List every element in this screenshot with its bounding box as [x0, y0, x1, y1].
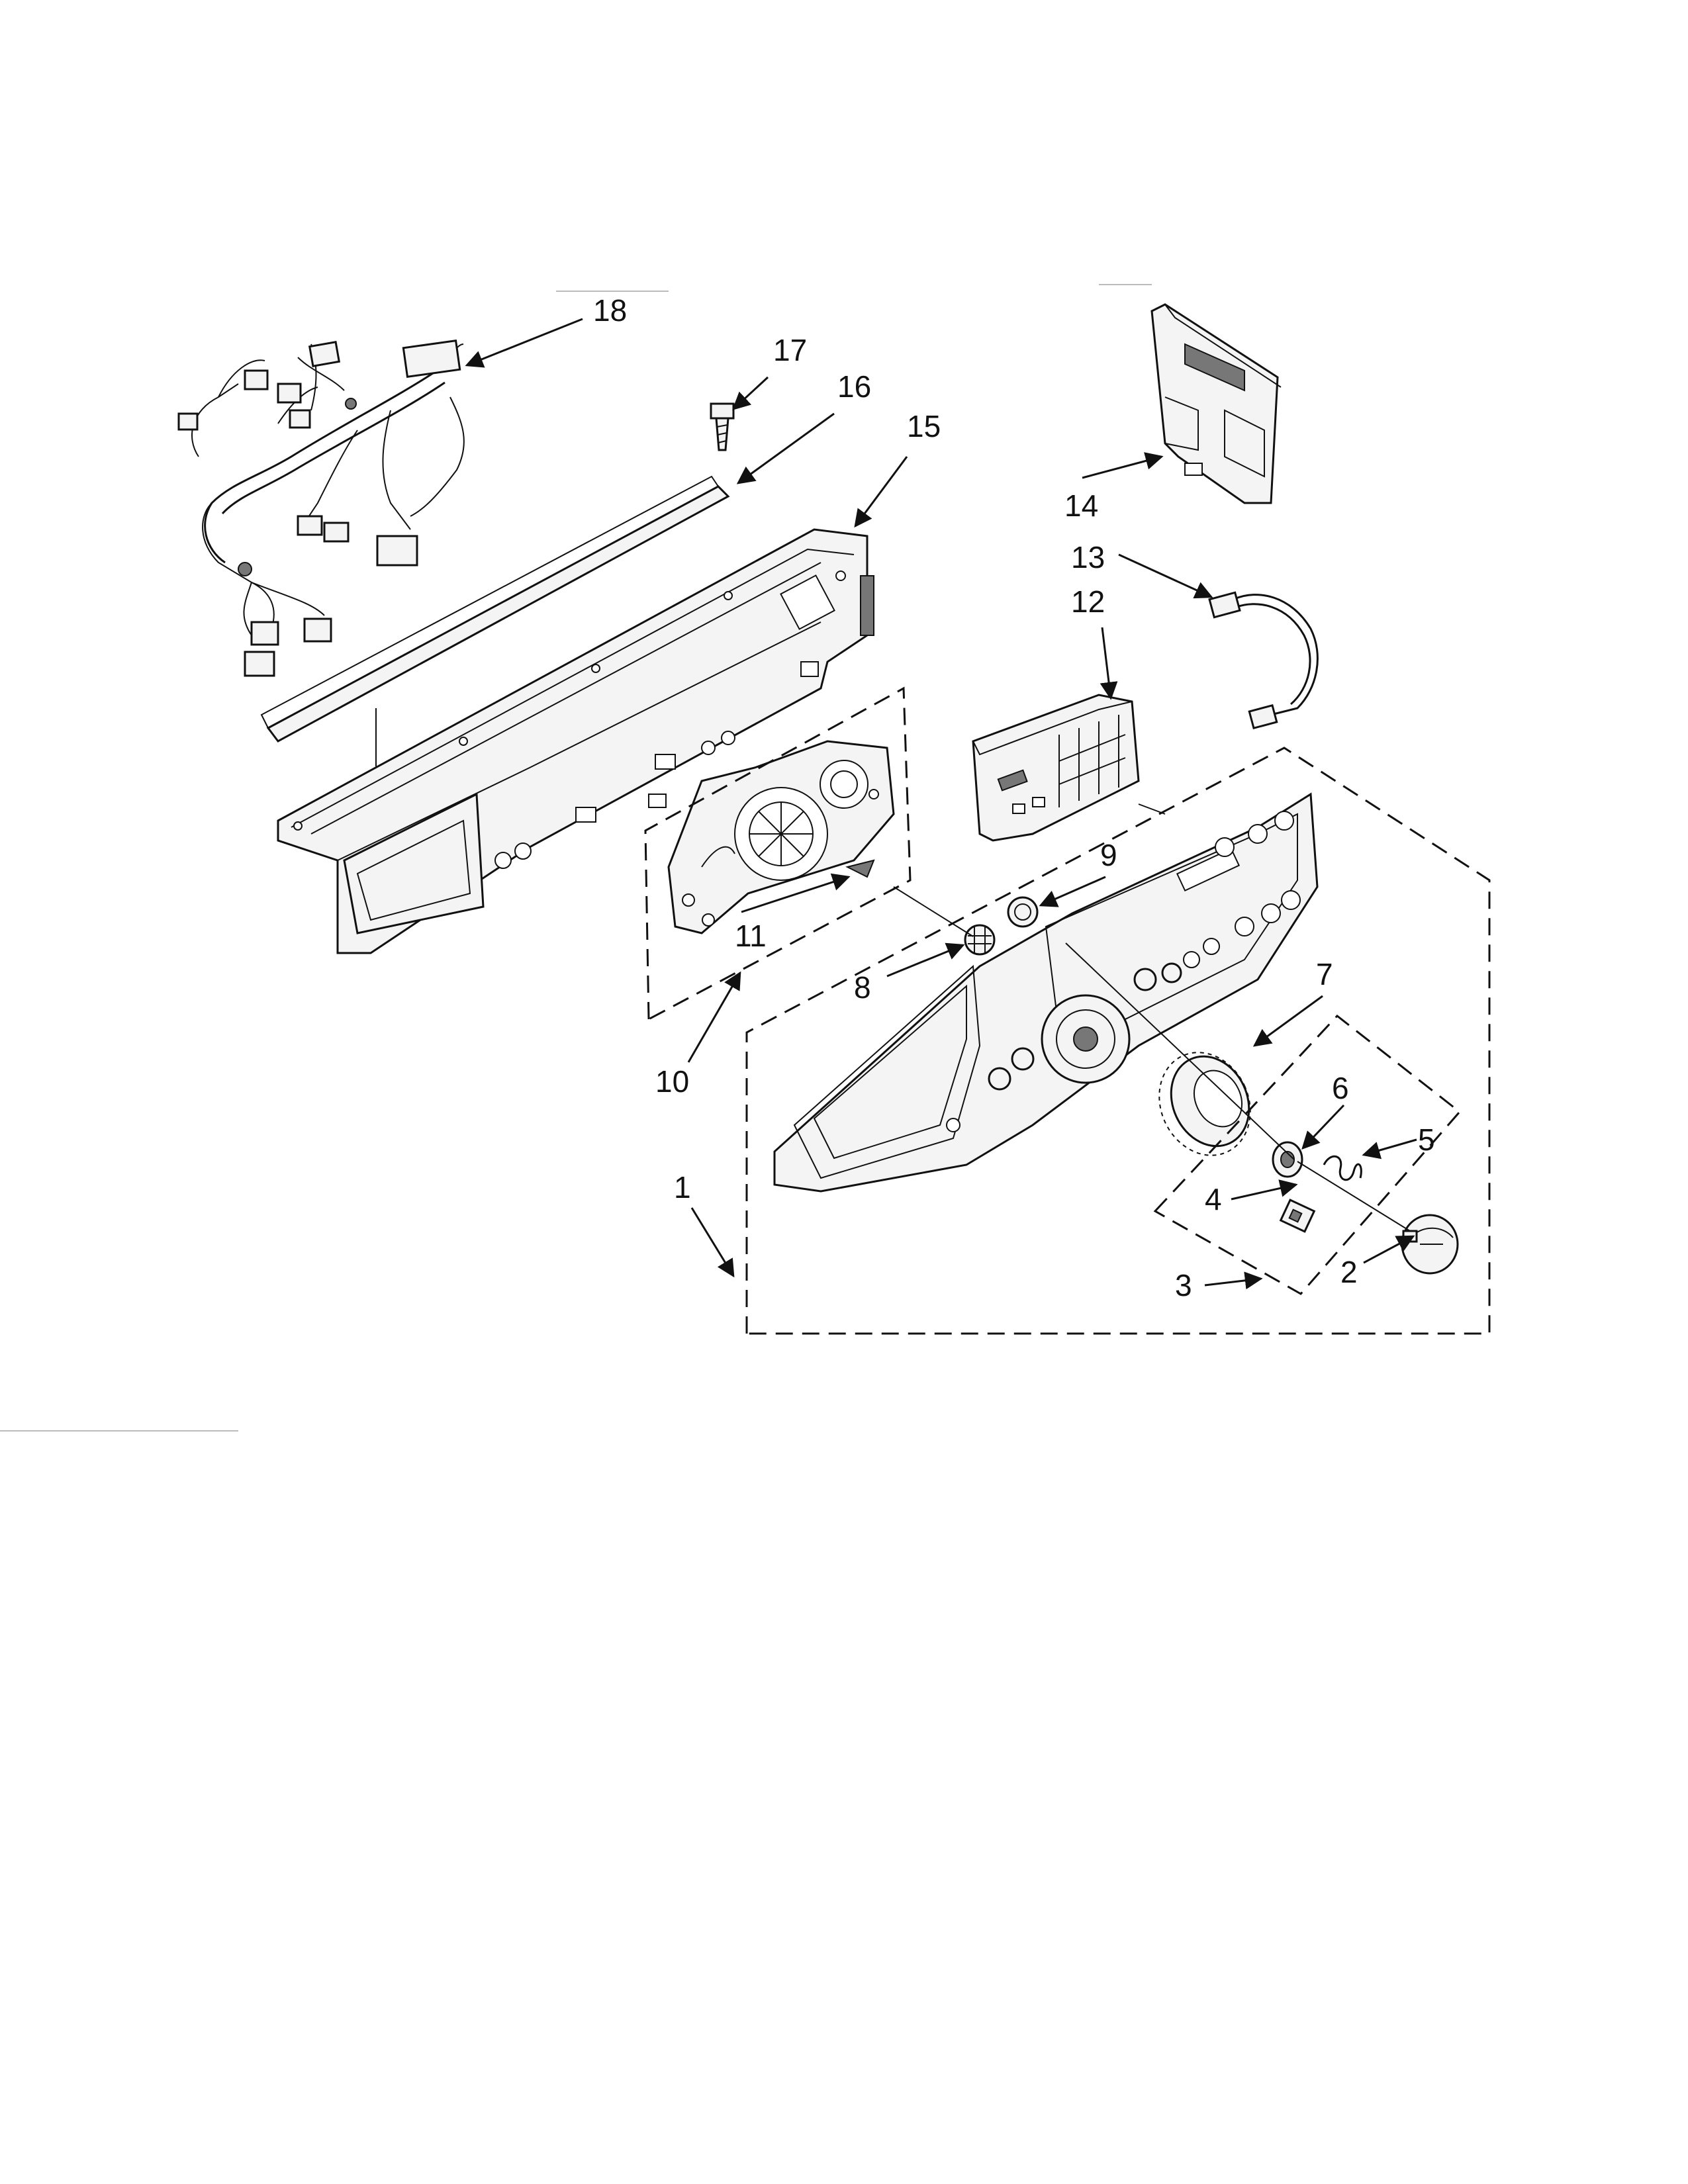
- callout-7: 7: [1316, 957, 1333, 991]
- clip-part-4: [1279, 1199, 1316, 1233]
- bracket-part-16: [260, 475, 730, 766]
- wire-connector-part-13: [1208, 591, 1319, 730]
- electronic-control-part-14: [1150, 303, 1282, 504]
- callout-16: 16: [837, 369, 871, 404]
- group-outline-1: [745, 747, 1491, 1335]
- callout-5: 5: [1418, 1122, 1435, 1157]
- callout-8: 8: [854, 970, 871, 1005]
- leader-lines: [465, 318, 1417, 1290]
- interface-housing-part-11: [667, 740, 895, 934]
- screw-part-17: [710, 402, 735, 451]
- knob-part-9: [1007, 896, 1039, 928]
- callout-13: 13: [1071, 540, 1105, 574]
- callout-12: 12: [1071, 584, 1105, 619]
- control-board-part-12: [972, 694, 1140, 842]
- knob-part-8: [964, 924, 996, 956]
- callout-18: 18: [593, 293, 627, 328]
- knob-part-2: [1401, 1214, 1459, 1275]
- callout-17: 17: [773, 333, 807, 367]
- console-panel-part-15: [277, 528, 874, 954]
- callout-labels: 1 2 3 4 5 6 7 8 9 10 11 12 13 14 15 16 1…: [593, 293, 1435, 1302]
- scan-marks: [0, 284, 1152, 1432]
- knob-insert-part-6: [1272, 1141, 1303, 1178]
- group-outline-10: [644, 686, 912, 1021]
- spring-part-5: [1323, 1156, 1362, 1181]
- callout-15: 15: [907, 409, 941, 443]
- callout-10: 10: [655, 1064, 689, 1099]
- console-part-1: [773, 792, 1319, 1193]
- callout-6: 6: [1332, 1071, 1349, 1105]
- callout-11: 11: [735, 919, 767, 953]
- callout-4: 4: [1205, 1182, 1222, 1216]
- callout-1: 1: [674, 1170, 691, 1205]
- callout-2: 2: [1340, 1255, 1358, 1289]
- callout-14: 14: [1064, 488, 1098, 523]
- wire-harness-part-18: [177, 339, 465, 677]
- group-outline-3: [1153, 1014, 1462, 1295]
- callout-9: 9: [1100, 838, 1117, 872]
- knob-ring-part-7: [1158, 1052, 1251, 1156]
- callout-3: 3: [1175, 1268, 1192, 1302]
